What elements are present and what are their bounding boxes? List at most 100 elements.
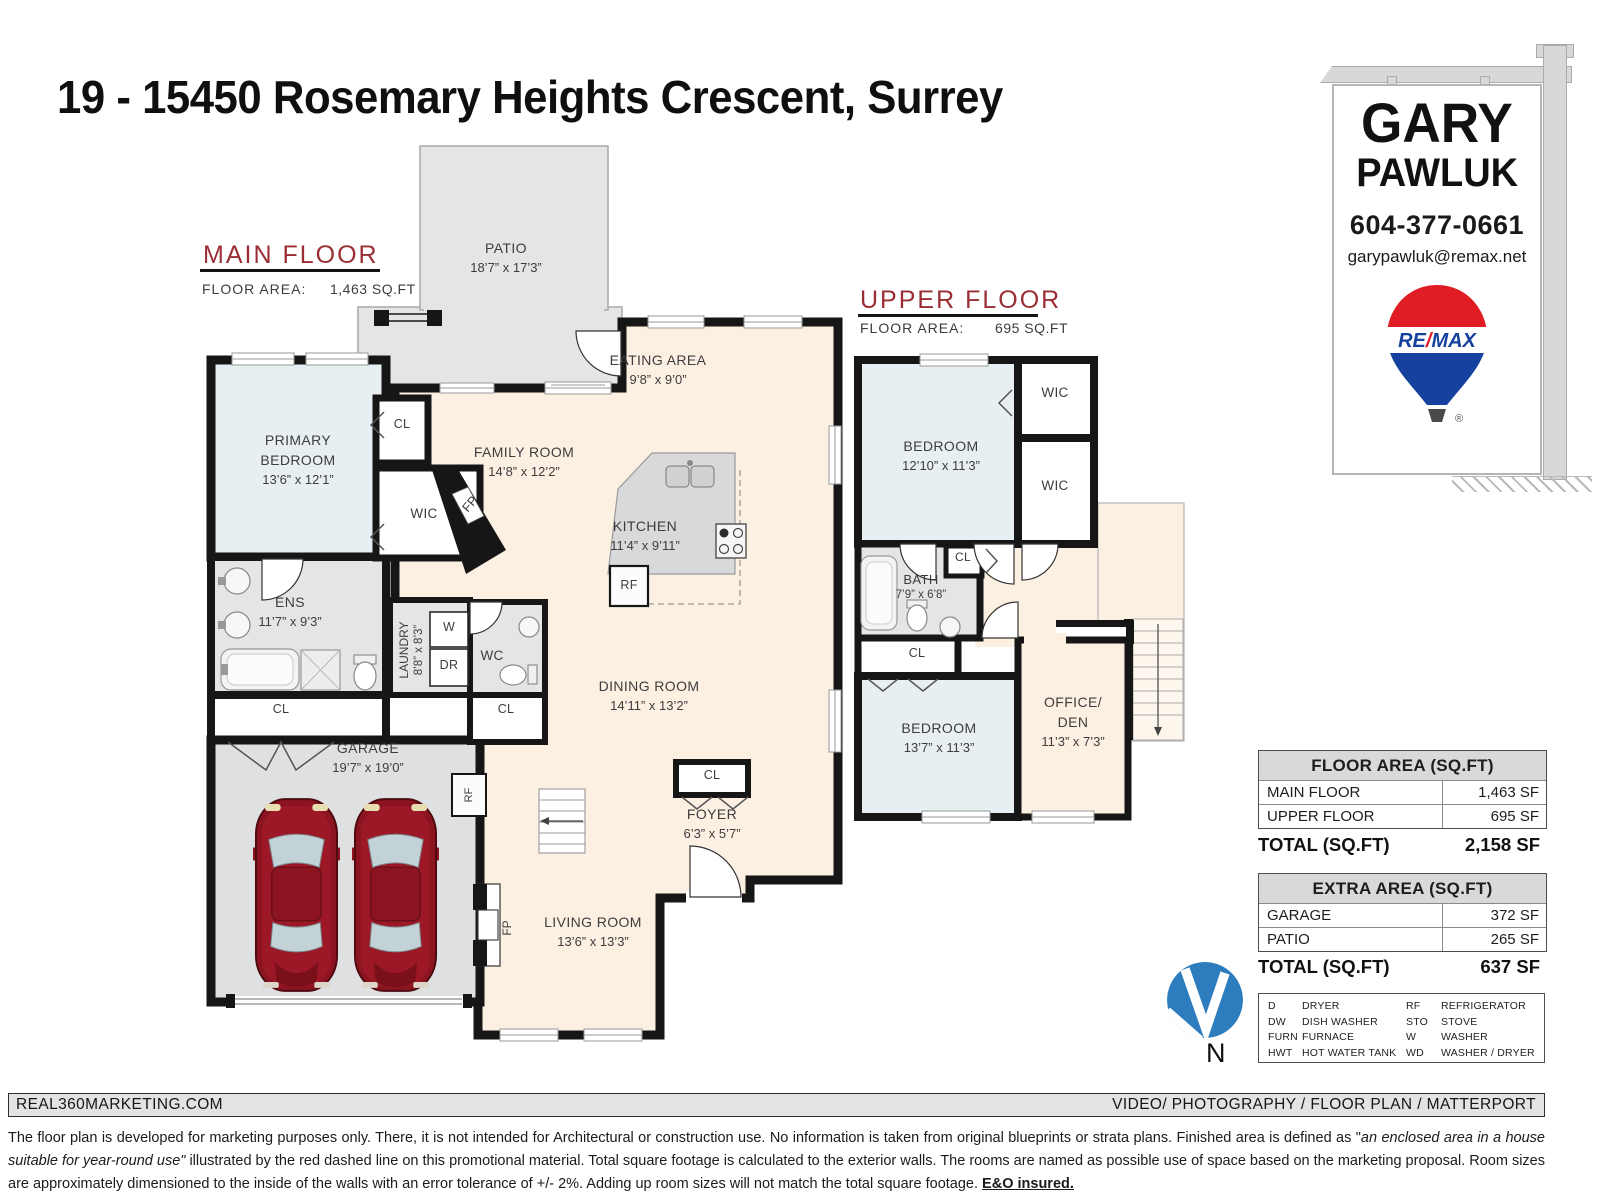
room-label-wc: WC xyxy=(480,648,504,663)
car-icon xyxy=(253,798,340,992)
extra-area-total: TOTAL (SQ.FT) 637 SF xyxy=(1258,956,1540,977)
room-label-ens: ENS 11’7” x 9’3” xyxy=(258,594,322,629)
label-cl: CL xyxy=(703,768,721,782)
room-label-living-room: LIVING ROOM 13’6” x 13’3” xyxy=(544,914,642,949)
foyer-closet-room xyxy=(673,759,751,798)
agent-email: garypawluk@remax.net xyxy=(1347,247,1527,266)
room-label-kitchen: KITCHEN 11’4” x 9’11” xyxy=(610,518,680,553)
page-title: 19 - 15450 Rosemary Heights Crescent, Su… xyxy=(57,71,1003,123)
wic2-room xyxy=(1014,434,1098,548)
room-label-eating-area: EATING AREA 9’8” x 9’0” xyxy=(609,352,707,387)
realtor-sign-board: GARY PAWLUK 604-377-0661 garypawluk@rema… xyxy=(1332,84,1542,475)
main-floor-rule xyxy=(200,269,380,272)
sign-post xyxy=(1543,45,1567,480)
fireplace-family xyxy=(432,466,506,574)
washer-box xyxy=(429,611,469,648)
label-wic: WIC xyxy=(1041,385,1069,400)
fireplace-living xyxy=(473,883,501,967)
floor-area-table: FLOOR AREA (SQ.FT) MAIN FLOOR 1,463 SF U… xyxy=(1258,750,1547,829)
floor-area-header: FLOOR AREA (SQ.FT) xyxy=(1259,751,1546,780)
label-rf: RF xyxy=(620,578,638,592)
label-fp: FP xyxy=(500,920,514,936)
footer-right-text: VIDEO/ PHOTOGRAPHY / FLOOR PLAN / MATTER… xyxy=(1112,1096,1536,1113)
bathtub-icon xyxy=(860,555,898,631)
office-den-room xyxy=(1014,636,1132,821)
garage-room xyxy=(206,735,485,1007)
room-label-laundry: LAUNDRY 8’8” x 8’3” xyxy=(397,621,425,679)
label-rf: RF xyxy=(463,787,475,803)
north-label: N xyxy=(1206,1038,1226,1068)
closet-door-chevrons-upper xyxy=(867,389,1013,692)
windows-upper xyxy=(919,353,1095,824)
room-label-patio: PATIO 18’7” x 17’3” xyxy=(470,240,542,275)
upper-floor-heading: UPPER FLOOR xyxy=(860,286,1062,314)
fridge-kitchen-box xyxy=(608,564,650,608)
agent-last-name: PAWLUK xyxy=(1356,151,1518,195)
agent-phone: 604-377-0661 xyxy=(1349,210,1525,240)
room-label-garage: GARAGE 19’7” x 19’0” xyxy=(332,740,404,775)
sink-icon xyxy=(218,567,251,639)
stairs-main xyxy=(538,788,586,854)
ground-hatch xyxy=(1452,476,1592,492)
toilet-icon xyxy=(906,599,928,632)
upper-bedroom2-room xyxy=(854,672,1022,821)
main-floor-area-label: FLOOR AREA: xyxy=(202,281,307,297)
room-label-family-room: FAMILY ROOM 14’8” x 12’2” xyxy=(473,444,575,479)
upper-floor-rule xyxy=(858,314,1038,317)
floor-area-total: TOTAL (SQ.FT) 2,158 SF xyxy=(1258,834,1540,855)
extra-area-table: EXTRA AREA (SQ.FT) GARAGE 372 SF PATIO 2… xyxy=(1258,873,1547,952)
kitchen-sink xyxy=(665,460,715,488)
extra-area-header: EXTRA AREA (SQ.FT) xyxy=(1259,874,1546,903)
label-wic: WIC xyxy=(1041,478,1069,493)
room-label-dining-room: DINING ROOM 14’11” x 13’2” xyxy=(598,678,700,713)
windows-main xyxy=(231,315,842,1042)
balloon-basket xyxy=(1428,409,1446,422)
main-floor-area-value: 1,463 SQ.FT xyxy=(330,281,416,297)
closet-mid-room xyxy=(467,692,548,745)
label-washer: W xyxy=(442,620,456,634)
car-icon xyxy=(352,798,439,992)
table-row: PATIO 265 SF xyxy=(1259,927,1546,951)
label-cl: CL xyxy=(908,646,926,660)
label-dryer: DR xyxy=(439,658,459,672)
patio-room xyxy=(357,145,623,392)
upper-floor-plan xyxy=(854,353,1185,824)
label-cl: CL xyxy=(393,417,411,431)
bedroom2-closet-room xyxy=(854,634,962,680)
table-row: GARAGE 372 SF xyxy=(1259,903,1546,927)
room-label-bedroom2: BEDROOM 13’7” x 11’3” xyxy=(901,720,977,755)
doors-upper xyxy=(899,543,1059,639)
bathtub-icon xyxy=(220,648,300,691)
wall-stub xyxy=(1126,620,1134,644)
garage-door xyxy=(226,994,472,1008)
main-floor-plan xyxy=(206,145,843,1042)
room-label-office-den: OFFICE/ DEN 11’3” x 7’3” xyxy=(1041,694,1105,749)
table-row: UPPER FLOOR 695 SF xyxy=(1259,804,1546,828)
main-floor-heading: MAIN FLOOR xyxy=(203,241,379,269)
doors-main xyxy=(261,330,742,903)
closet-door-chevrons-main xyxy=(369,411,749,810)
room-label-foyer: FOYER 6’3” x 5’7” xyxy=(683,806,741,841)
toilet-icon xyxy=(499,664,538,686)
footer-bar: REAL360MARKETING.COM VIDEO/ PHOTOGRAPHY … xyxy=(8,1093,1545,1117)
sink-icon xyxy=(518,616,540,638)
closet-left-room xyxy=(207,691,390,744)
room-label-bath: BATH 7’9” x 6’8” xyxy=(895,572,947,601)
label-cl: CL xyxy=(955,550,971,564)
office-opening xyxy=(1024,633,1066,647)
agent-first-name: GARY xyxy=(1361,91,1513,154)
shower-icon xyxy=(300,649,341,691)
sink-icon xyxy=(939,616,961,638)
upper-floor-area-label: FLOOR AREA: xyxy=(860,320,965,336)
table-row: MAIN FLOOR 1,463 SF xyxy=(1259,780,1546,804)
registered-mark: ® xyxy=(1455,413,1463,425)
upper-floor-area-value: 695 SQ.FT xyxy=(995,320,1068,336)
label-wic: WIC xyxy=(410,506,438,521)
